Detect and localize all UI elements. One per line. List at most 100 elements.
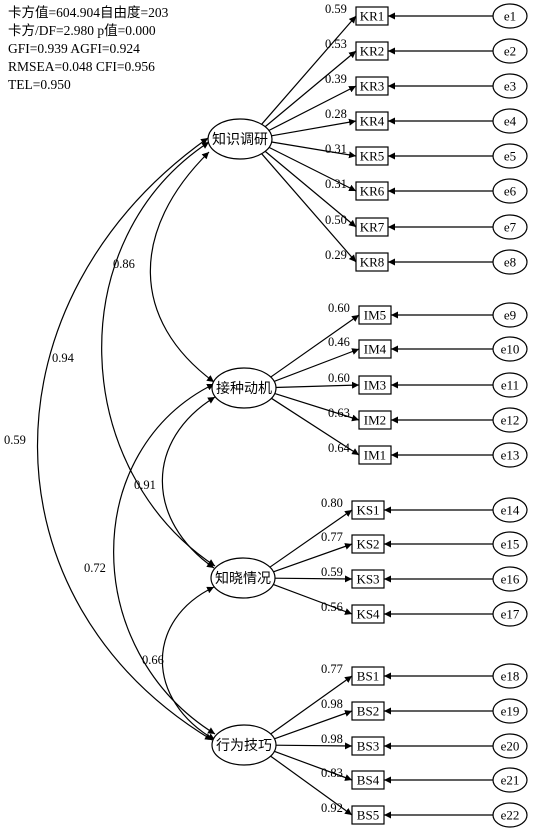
loading-path (274, 381, 360, 389)
latent-label: 行为技巧 (216, 738, 272, 754)
fit-stat-line-1: 卡方值=604.904自由度=203 (8, 5, 169, 20)
error-label: e16 (501, 572, 520, 587)
error-ellipse (492, 663, 528, 689)
indicator-label: KR1 (360, 9, 385, 24)
error-ellipse (492, 249, 528, 275)
error-label: e19 (501, 704, 520, 719)
loading-value: 0.39 (325, 72, 347, 86)
correlation-arcs (36, 137, 216, 741)
loading-path (274, 742, 353, 750)
indicator-label: KR4 (360, 114, 385, 129)
error-label: e2 (504, 44, 516, 59)
indicator-label: IM1 (364, 448, 386, 463)
indicator-label: BS4 (357, 773, 380, 788)
loading-value: 0.46 (328, 335, 350, 349)
error-label: e7 (504, 220, 517, 235)
error-label: e17 (501, 607, 520, 622)
error-label: e5 (504, 149, 516, 164)
latent-ellipse (207, 118, 273, 160)
indicator-box (355, 76, 389, 96)
indicator-box (358, 445, 392, 465)
loading-path (267, 85, 357, 132)
indicator-box (355, 217, 389, 237)
loading-value: 0.29 (325, 248, 347, 262)
loading-path (271, 583, 353, 615)
error-ellipse (492, 73, 528, 99)
loading-path (268, 509, 353, 569)
loading-value: 0.63 (328, 406, 350, 420)
loading-path (269, 397, 360, 456)
error-ellipse (492, 214, 528, 240)
loading-value: 0.60 (328, 301, 350, 315)
loading-value: 0.59 (325, 2, 347, 16)
loading-path (260, 152, 357, 263)
correlation-value: 0.91 (134, 478, 156, 492)
indicator-label: BS5 (357, 808, 379, 823)
error-label: e4 (504, 114, 517, 129)
indicator-box (351, 500, 385, 520)
loading-value: 0.77 (321, 662, 343, 676)
loading-path (269, 675, 353, 736)
loading-path (272, 348, 360, 383)
error-label: e9 (504, 308, 516, 323)
loading-path (272, 750, 353, 781)
loading-value: 0.50 (325, 213, 347, 227)
loading-path (269, 754, 353, 816)
loading-path (271, 543, 353, 573)
indicator-box (358, 375, 392, 395)
indicator-label: IM3 (364, 378, 386, 393)
error-ellipse (492, 178, 528, 204)
error-label: e13 (501, 448, 520, 463)
error-ellipse (492, 531, 528, 557)
error-ellipse (492, 566, 528, 592)
loading-value: 0.64 (328, 441, 351, 455)
error-ellipse (492, 108, 528, 134)
loading-path (263, 50, 357, 128)
indicator-label: BS1 (357, 669, 379, 684)
error-ellipse (492, 767, 528, 793)
loading-value: 0.53 (325, 37, 347, 51)
loading-value: 0.98 (321, 697, 343, 711)
error-ellipse (492, 38, 528, 64)
indicator-label: BS2 (357, 704, 379, 719)
indicator-label: KR5 (360, 149, 385, 164)
loading-path (263, 150, 357, 228)
loading-value: 0.59 (321, 565, 343, 579)
loading-path (272, 710, 353, 740)
fit-statistics: 卡方值=604.904自由度=203 卡方/DF=2.980 p值=0.000 … (8, 4, 168, 94)
loading-value: 0.28 (325, 107, 347, 121)
error-label: e15 (501, 537, 520, 552)
error-ellipse (492, 601, 528, 627)
correlation-value: 0.72 (84, 561, 106, 575)
error-label: e14 (501, 503, 520, 518)
latent-ellipse (211, 367, 277, 409)
error-ellipse (492, 497, 528, 523)
loading-path (269, 118, 357, 137)
indicator-box (351, 534, 385, 554)
error-label: e11 (501, 378, 519, 393)
correlation-value: 0.94 (52, 351, 75, 365)
error-label: e8 (504, 255, 516, 270)
indicator-box (351, 736, 385, 756)
correlation-arc (101, 141, 216, 567)
loading-value: 0.56 (321, 600, 343, 614)
error-ellipse (492, 3, 528, 29)
indicator-box (358, 339, 392, 359)
error-ellipse (492, 302, 528, 328)
loading-value: 0.60 (328, 371, 350, 385)
indicator-box (351, 666, 385, 686)
indicator-label: IM5 (364, 308, 386, 323)
indicator-box (351, 701, 385, 721)
error-label: e21 (501, 773, 520, 788)
fit-stat-line-2: 卡方/DF=2.980 p值=0.000 (8, 23, 156, 38)
loading-path (260, 15, 357, 126)
error-ellipse (492, 336, 528, 362)
loading-paths: 0.590.530.390.280.310.310.500.290.600.46… (260, 2, 360, 816)
error-label: e6 (504, 184, 517, 199)
indicator-box (358, 305, 392, 325)
indicator-label: KS2 (356, 537, 379, 552)
error-ellipse (492, 698, 528, 724)
error-paths (384, 12, 493, 819)
